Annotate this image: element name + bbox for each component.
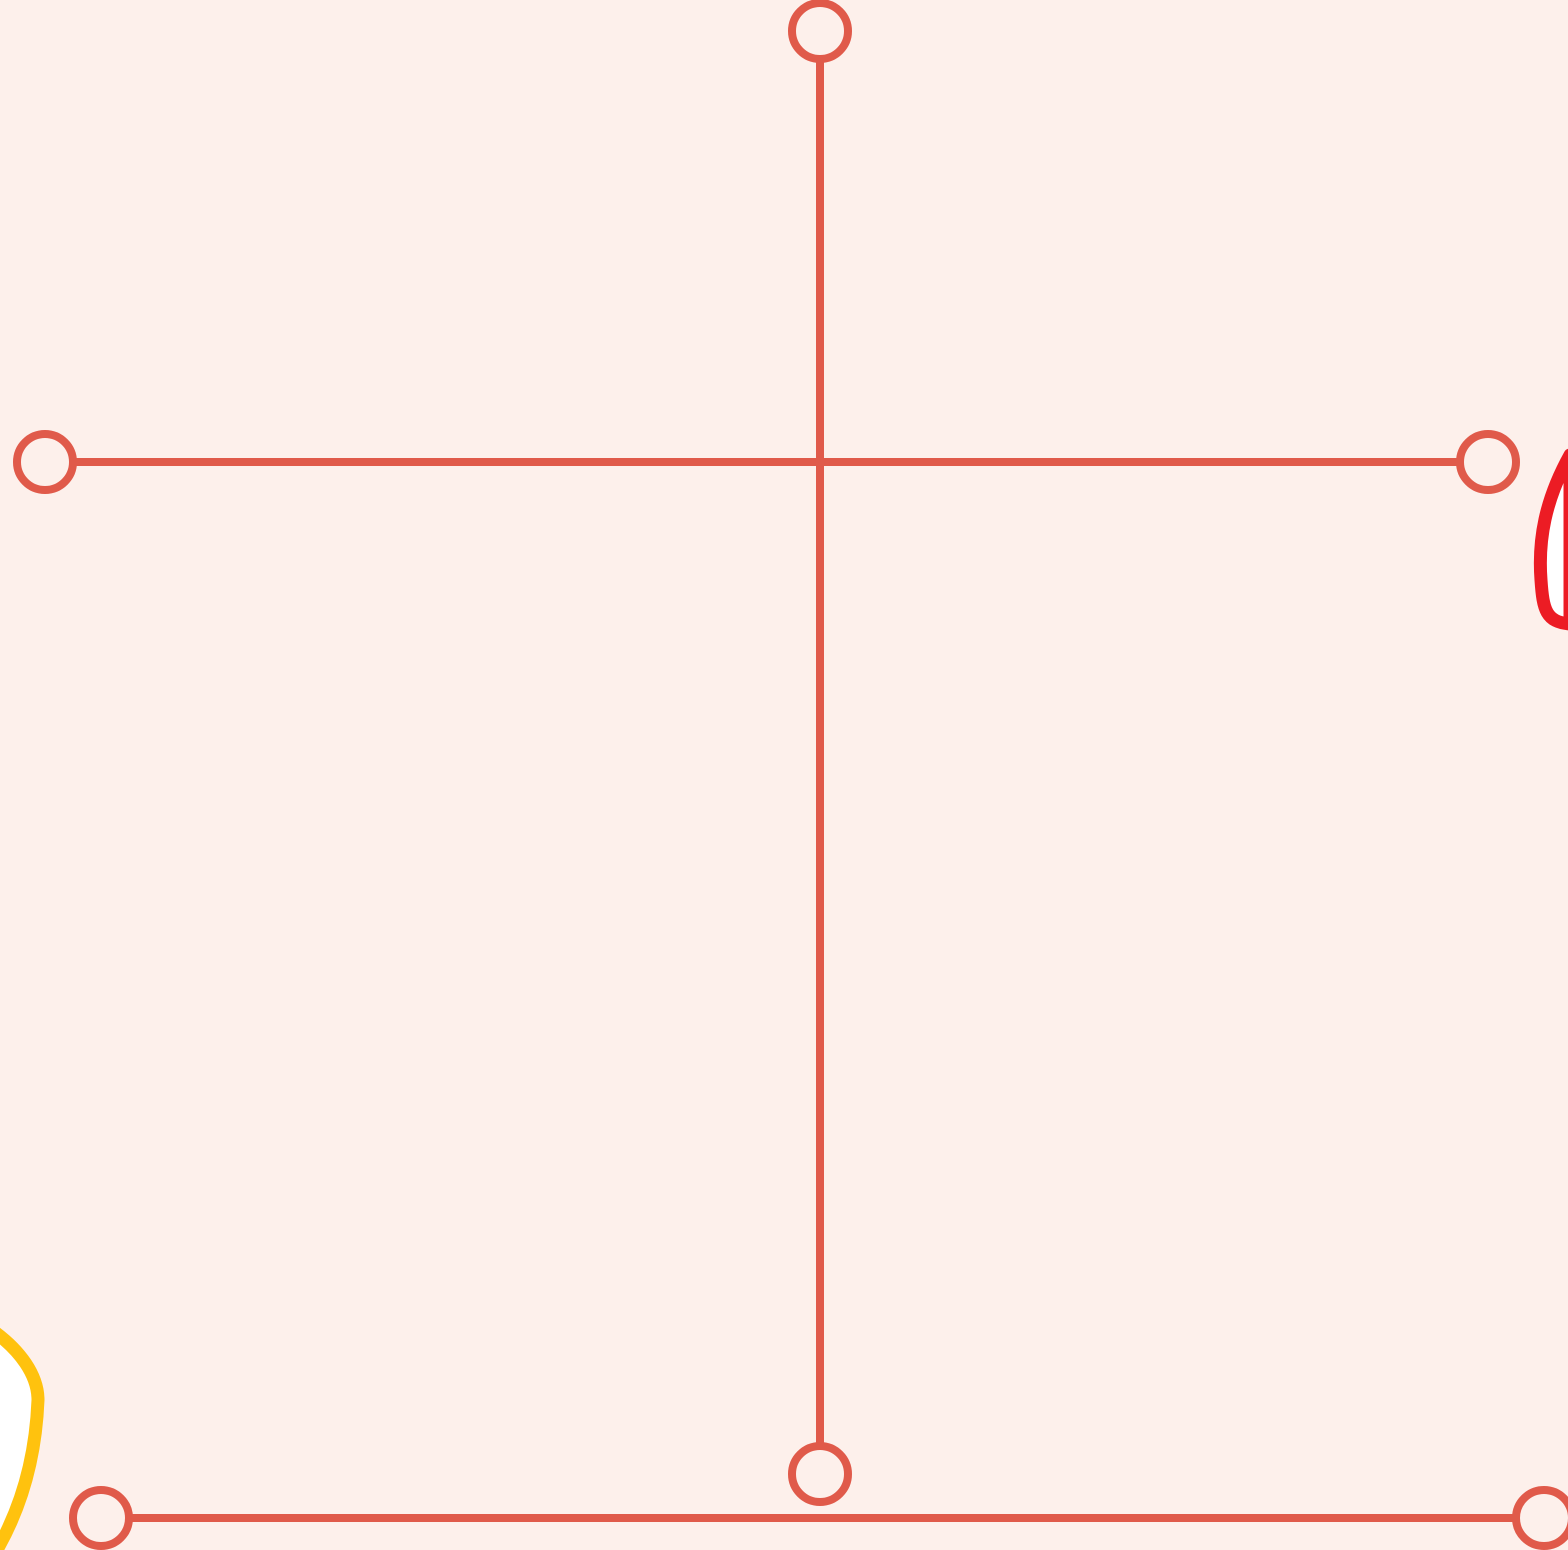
bottom-right-handle[interactable] xyxy=(1516,1490,1568,1546)
left-handle[interactable] xyxy=(17,434,73,490)
top-handle[interactable] xyxy=(792,3,848,59)
right-handle[interactable] xyxy=(1460,434,1516,490)
bottom-left-handle[interactable] xyxy=(73,1490,129,1546)
bottom-handle[interactable] xyxy=(792,1446,848,1502)
